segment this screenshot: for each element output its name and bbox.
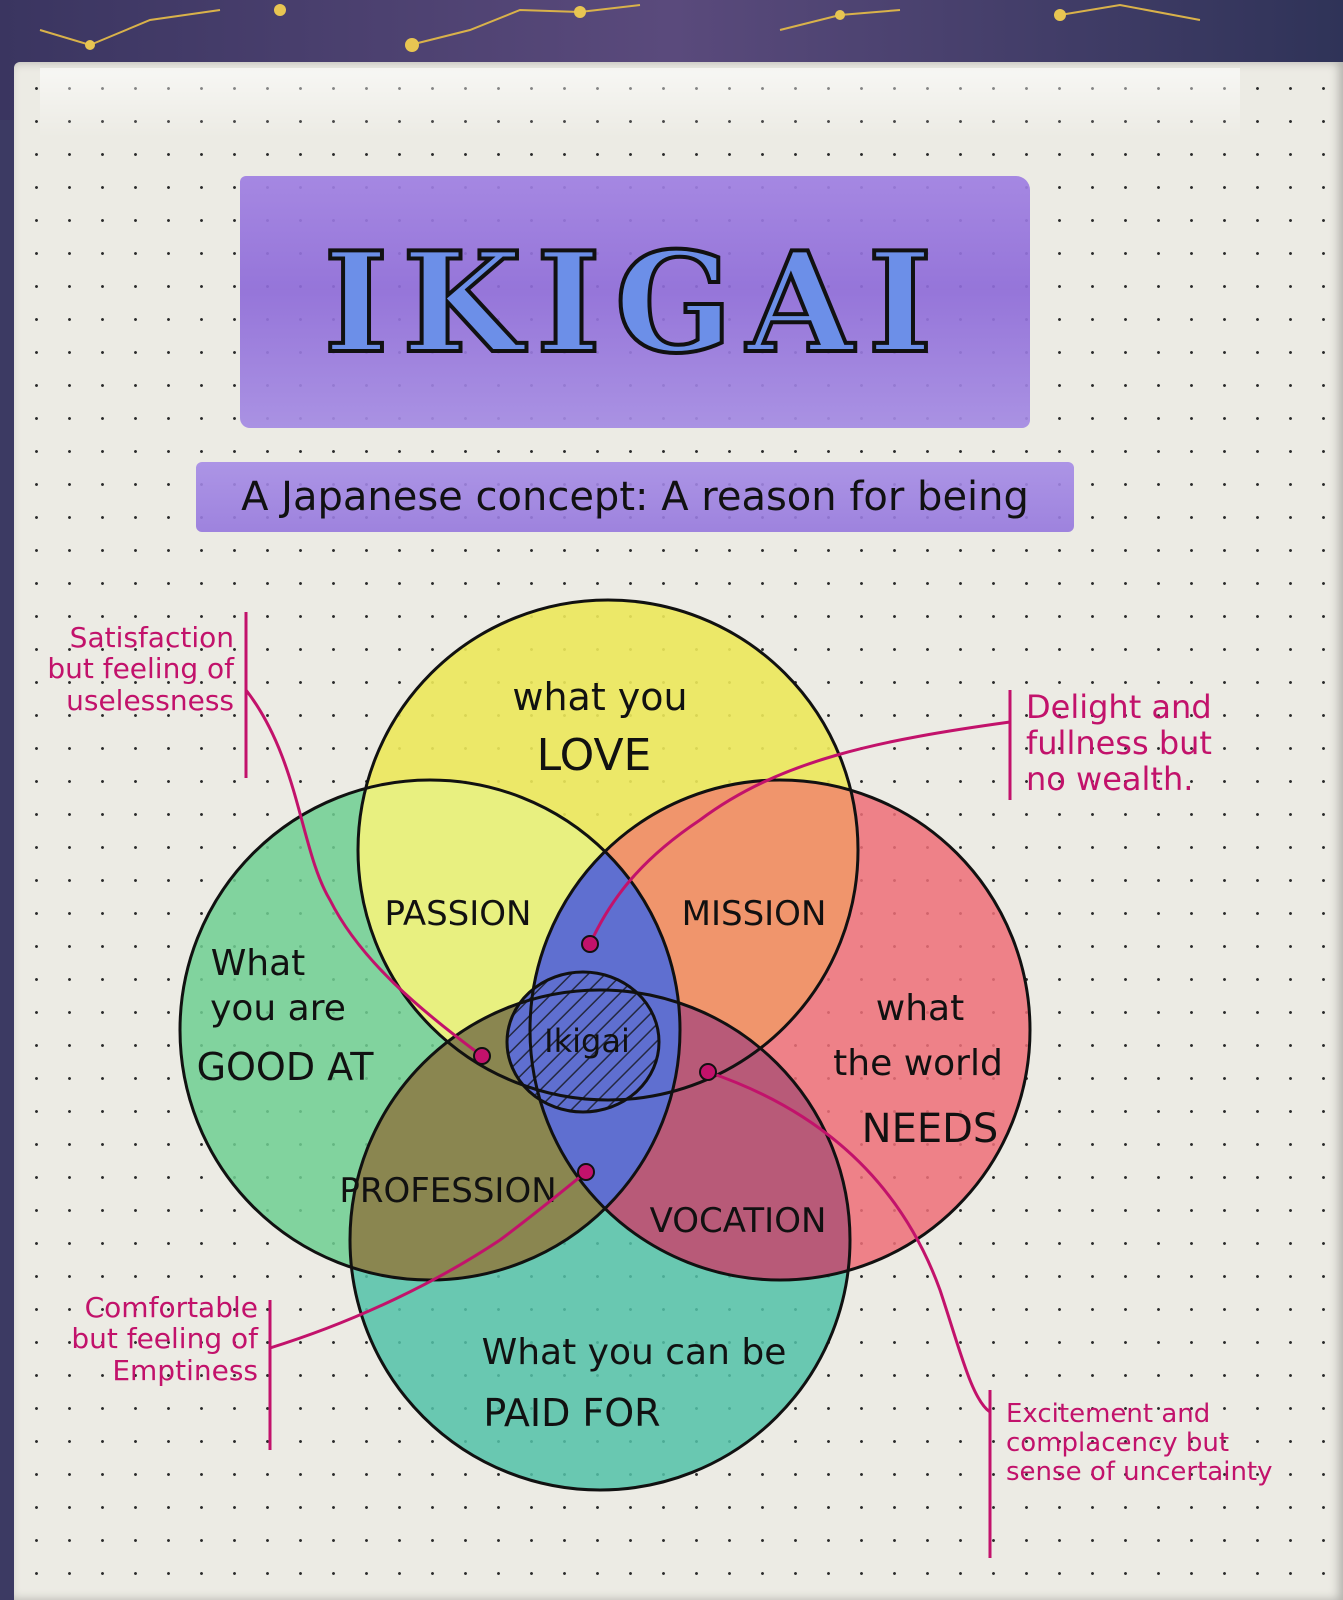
dot-delight [581,935,599,953]
page-fold [40,68,1240,138]
annotation-bottom-right-line3: sense of uncertainty [1006,1457,1273,1488]
love-label-line2: LOVE [537,730,652,781]
world-needs-label-line1: what [876,988,964,1029]
paid-for-label-line1: What you can be [482,1332,787,1373]
world-needs-label-line3: NEEDS [862,1106,999,1152]
world-needs-label-line2: the world [833,1043,1003,1084]
annotation-bottom-left-line3: Emptiness [112,1353,258,1387]
annotation-bottom-left: Comfortable but feeling of Emptiness [26,1292,258,1386]
annotation-top-left-line2: but feeling of [47,652,234,686]
paid-for-label-line2: PAID FOR [483,1391,660,1435]
annotation-bottom-right-line2: complacency but [1006,1428,1230,1459]
love-label-line1: what you [512,675,687,719]
dot-excitement [699,1063,717,1081]
vocation-label: VOCATION [650,1201,827,1241]
annotation-top-right-line1: Delight and [1026,688,1212,726]
dot-comfortable [577,1163,595,1181]
annotation-top-right-line2: fullness but [1026,723,1212,762]
annotation-top-right: Delight and fullness but no wealth. [1026,688,1212,798]
passion-label: PASSION [385,894,532,934]
mission-label: MISSION [682,894,827,934]
subtitle-highlight [196,462,1074,532]
annotation-top-left: Satisfaction but feeling of uselessness [38,622,234,716]
good-at-label-line3: GOOD AT [197,1045,375,1089]
title-highlight [240,176,1030,428]
annotation-top-left-line1: Satisfaction [69,621,234,654]
annotation-top-left-line3: uselessness [66,683,234,717]
annotation-bottom-left-line1: Comfortable [84,1291,258,1324]
profession-label: PROFESSION [339,1171,556,1211]
dot-satisfaction [473,1047,491,1065]
page-title: IKIGAI [322,219,947,386]
good-at-label-line2: you are [210,988,346,1029]
annotation-bottom-right-line1: Excitement and [1006,1399,1211,1429]
annotation-bottom-right: Excitement and complacency but sense of … [1006,1399,1273,1488]
page-subtitle: A Japanese concept: A reason for being [241,474,1029,520]
annotation-bottom-left-line2: but feeling of [71,1322,258,1356]
annotation-top-right-line3: no wealth. [1026,759,1194,798]
ikigai-center-label: Ikigai [544,1022,630,1060]
good-at-label-line1: What [211,943,306,984]
